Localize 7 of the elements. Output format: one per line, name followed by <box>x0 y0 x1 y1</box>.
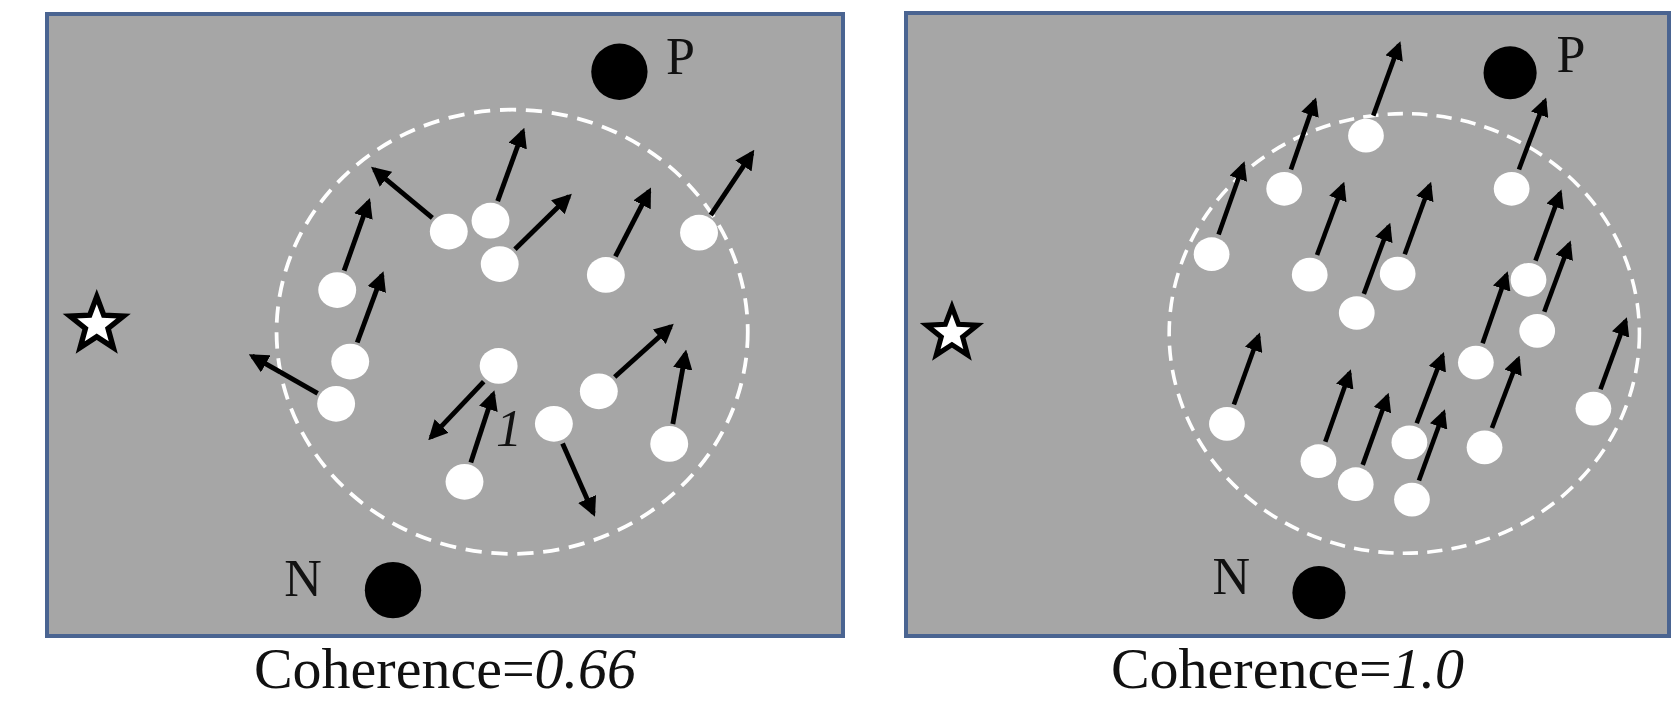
point-label: N <box>1212 551 1251 604</box>
point-label: P <box>1556 29 1586 82</box>
point-label: N <box>284 552 322 605</box>
point-label: 1 <box>496 403 523 456</box>
panel-caption: Coherence=1.0 <box>1109 640 1466 698</box>
point-label: P <box>666 31 695 84</box>
panel-caption: Coherence=0.66 <box>252 640 638 698</box>
